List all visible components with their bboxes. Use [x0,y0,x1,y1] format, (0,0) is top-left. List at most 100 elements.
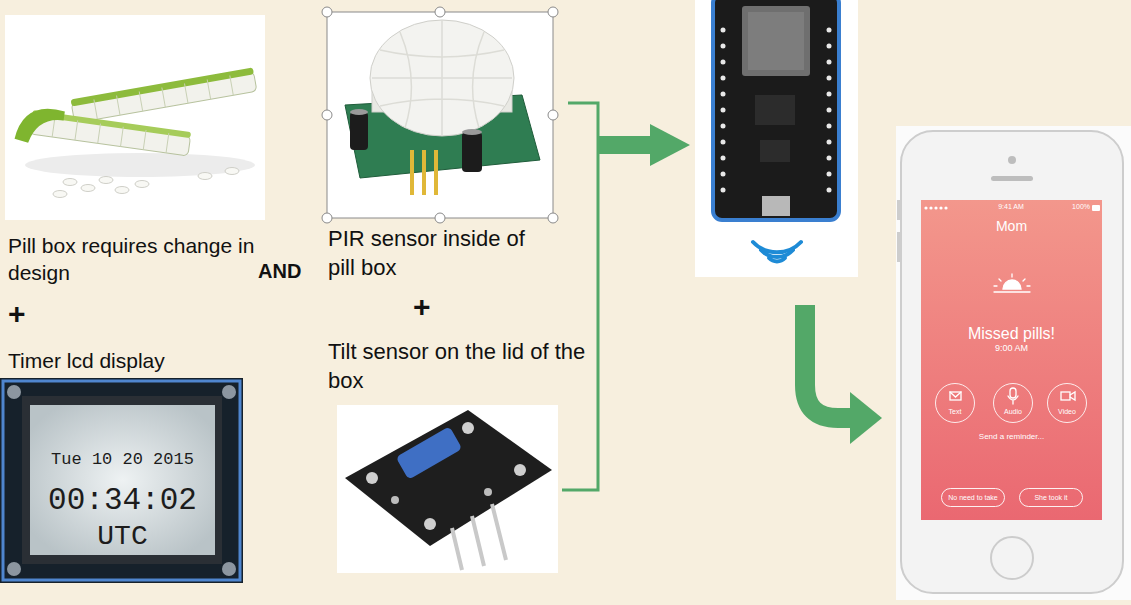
pill-box-picture-part [63,179,77,186]
wifi-board-picture-part-part [721,92,726,97]
wifi-board-picture-part-part [827,124,832,129]
battery-level: 100% [1064,203,1090,211]
wifi-board-picture-part-part [721,108,726,113]
tilt-sensor-picture-part [484,488,492,496]
curved-arrow-part [850,392,882,444]
pill-box-picture-part [135,181,149,188]
wifi-board-picture-part [755,95,795,125]
curved-arrow-part [805,305,852,418]
pir-sensor-picture-part [462,132,482,172]
pill-box-picture-part [115,187,129,194]
pill-box-picture-part [5,15,265,220]
pir-sensor-picture-part-part [548,110,558,120]
pill-box-picture-part-part [71,67,254,106]
phone-picture-part [991,537,1033,579]
tilt-sensor-picture-part [514,464,526,476]
pir-sensor-picture-part [350,109,368,115]
phone-picture [896,126,1131,600]
pir-sensor-picture-part-part [435,213,445,223]
pill-box-picture-part [99,177,113,184]
phone-picture-part-part [1070,392,1075,400]
and-word: AND [258,259,324,283]
wifi-board-picture-part-part [721,60,726,65]
tilt-sensor-picture-part [462,422,474,434]
phone-picture-part [896,126,1131,600]
pill-box-item: Pill box requires change in design [5,15,280,295]
pir-sensor-picture-part [350,112,368,150]
reminder-prompt: Send a reminder... [921,432,1102,442]
phone-picture-part-part [1092,205,1100,211]
phone-picture-part [897,200,901,220]
phone-picture-part-part [950,392,961,397]
response-button: No need to take [941,488,1005,507]
item-caption: Tilt sensor on the lid of the box [327,338,590,395]
action-circle: Text [935,383,975,423]
tilt-sensor-picture-part [345,410,552,546]
action-label: Audio [994,408,1032,416]
wifi-board-picture-part [748,12,804,70]
pir-sensor-picture-part-part [322,110,332,120]
pir-sensor-picture-part-part [322,7,332,17]
wifi-board-picture-part [742,6,810,76]
tilt-sensor-picture-part [424,518,436,530]
pir-sensor-picture-part [422,150,426,195]
phone-picture-part-part [1010,388,1016,398]
pill-box-picture-part [53,191,67,198]
tilt-sensor-item: Tilt sensor on the lid of the box [327,338,592,574]
phone-picture-part-part [1008,396,1018,404]
phone-picture-part-part [1061,392,1070,400]
action-circle: Audio [993,383,1033,423]
wifi-board-picture-part [762,196,790,216]
pir-sensor-picture-part [434,150,438,195]
phone-screen: MomMissed pills!9:00 AMSend a reminder..… [921,200,1102,520]
tilt-sensor-picture-part [452,504,506,570]
wifi-board-picture-part [760,140,790,162]
wifi-board-picture-part-part [827,156,832,161]
phone-picture-part [901,131,1123,593]
wifi-board-picture-part-part [753,242,801,252]
item-caption: PIR sensor inside of pill box [327,225,538,282]
pir-sensor-picture [322,7,558,223]
wifi-board-picture-part-part [827,44,832,49]
pill-box-picture-part [81,185,95,192]
phone-picture-part-part [924,206,927,209]
pir-sensor-picture-part-part [548,7,558,17]
phone-picture-part-part [944,206,947,209]
signal-bracket-part [650,124,690,166]
alert-title: Missed pills! [921,325,1102,343]
lcd-picture-part [7,562,21,576]
lcd-time: 00:34:02 [0,483,245,519]
lcd-picture-part [7,385,21,399]
pir-sensor-picture-part [462,129,482,135]
signal-bracket-part [562,103,598,490]
lcd-picture-part [222,562,236,576]
wifi-board-picture-part [713,0,839,220]
phone-picture-part-part [950,392,961,400]
wifi-board-picture-part-part [721,76,726,81]
pill-box-picture-part-part [52,117,169,153]
phone-picture-part [1008,156,1016,164]
pir-sensor-picture-part-part [322,213,332,223]
wifi-board-picture-part-part [827,108,832,113]
lcd-date: Tue 10 20 2015 [0,450,245,470]
pir-sensor-picture-part [322,7,558,223]
tilt-sensor-picture [337,405,558,573]
wifi-board-picture-part [753,242,801,261]
wifi-board-picture-part-part [721,140,726,145]
tilt-sensor-picture-part [337,405,558,573]
response-button: She took it [1019,488,1083,507]
tilt-sensor-picture-part [366,472,378,484]
action-circle: Video [1047,383,1087,423]
pill-box-picture-part [25,153,255,177]
wifi-board-picture-part-part [827,76,832,81]
item-caption: Pill box requires change in design [5,232,260,287]
action-label: Video [1048,408,1086,416]
pir-sensor-picture-part-part [435,7,445,17]
phone-picture-part [991,176,1033,181]
pir-sensor-item: PIR sensor inside of pill box [327,12,567,287]
pill-box-picture-part-part [94,76,233,120]
wifi-board-picture-part-part [827,188,832,193]
phone-picture-part [921,200,1102,520]
